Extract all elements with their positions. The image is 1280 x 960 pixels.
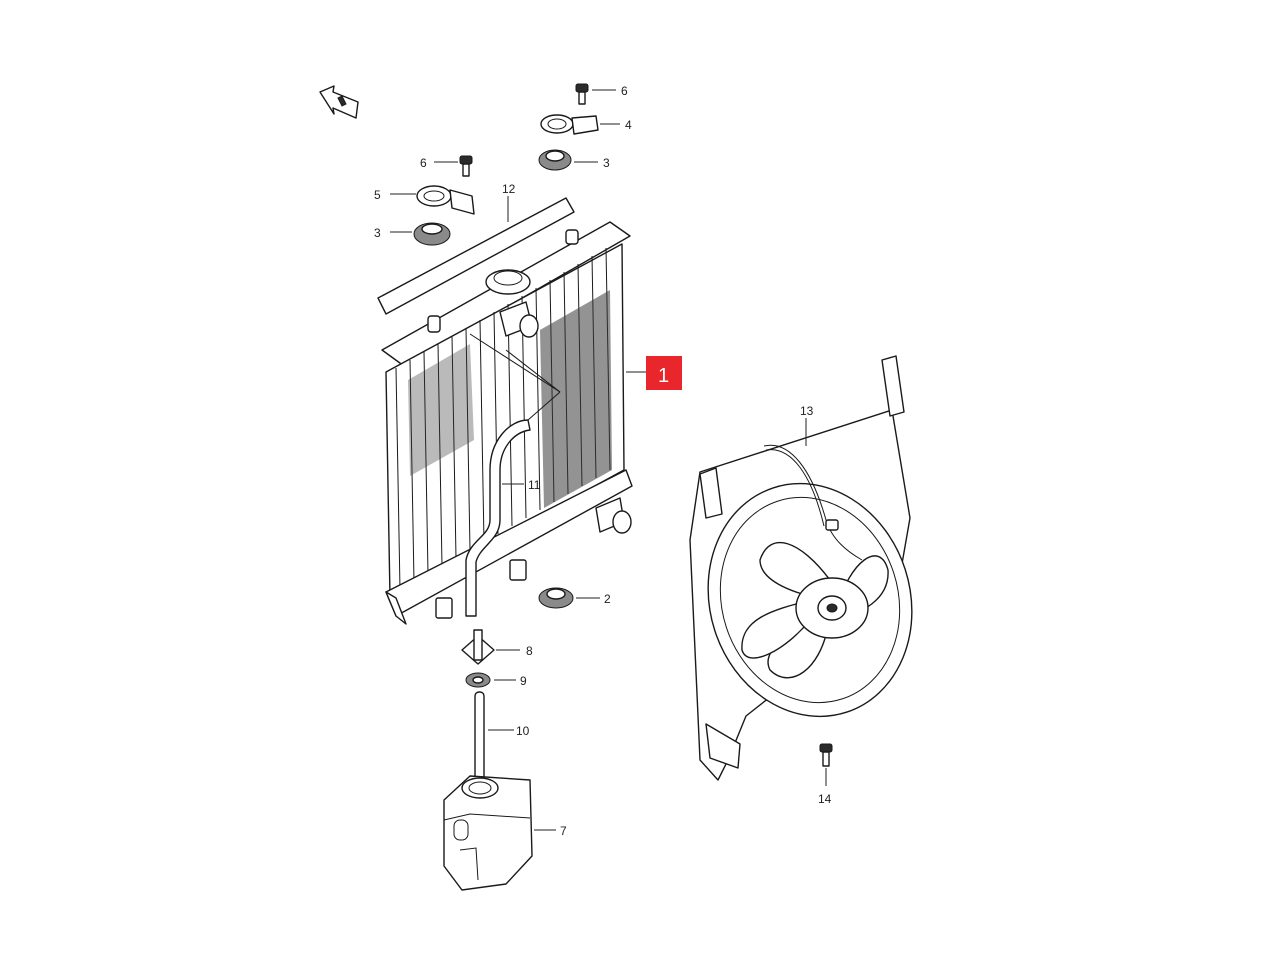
- callout-12: 12: [502, 182, 516, 196]
- callout-4: 4: [625, 118, 632, 132]
- callout-8: 8: [526, 644, 533, 658]
- front-direction-arrow-icon: [319, 85, 359, 119]
- callout-6-left: 6: [420, 156, 427, 170]
- cap-leader-lines: [469, 333, 561, 421]
- highlight-tag-1: 1: [646, 356, 682, 390]
- callout-13: 13: [800, 404, 814, 418]
- callout-6-right: 6: [621, 84, 628, 98]
- bracket-5: [390, 185, 475, 215]
- hose-11: [465, 419, 531, 617]
- mount-rubber-3-right: [538, 149, 598, 171]
- callout-1: 1: [658, 365, 669, 387]
- callout-2: 2: [604, 592, 611, 606]
- washer-9: [465, 672, 516, 688]
- bolt-6-right: [575, 83, 616, 105]
- grommet-2: [538, 587, 600, 609]
- reservoir-tank-icon: [443, 775, 556, 891]
- callout-9: 9: [520, 674, 527, 688]
- callout-14: 14: [818, 792, 832, 806]
- callout-11: 11: [528, 478, 541, 492]
- bolt-6-left: [434, 155, 473, 177]
- upper-support-12: [377, 196, 575, 315]
- mount-rubber-3-left: [390, 222, 451, 246]
- highlight-box: [646, 356, 682, 390]
- bolt-14: [819, 743, 833, 786]
- callout-3-right: 3: [603, 156, 610, 170]
- radiator-icon: [381, 221, 646, 625]
- cooling-fan-icon: [689, 355, 913, 781]
- callout-7: 7: [560, 824, 567, 838]
- bracket-4: [540, 114, 620, 135]
- callout-10: 10: [516, 724, 530, 738]
- callout-5: 5: [374, 188, 381, 202]
- clamp-8: [461, 629, 520, 665]
- callout-3-left: 3: [374, 226, 381, 240]
- hose-10: [474, 691, 514, 795]
